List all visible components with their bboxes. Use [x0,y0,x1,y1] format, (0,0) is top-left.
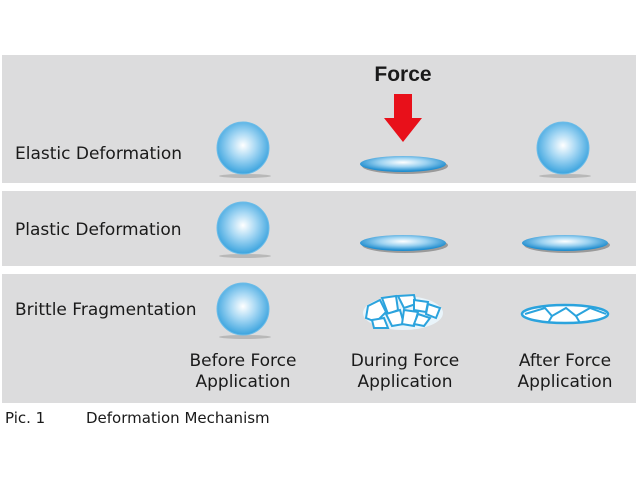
row-label-elastic: Elastic Deformation [15,144,183,164]
column-label-line: Application [195,372,291,392]
force-label: Force [374,63,432,86]
caption-number: Pic. 1 [5,409,46,427]
caption-title: Deformation Mechanism [86,409,270,427]
elastic-during-disk [360,156,448,174]
brittle-during-fragments [363,293,443,330]
plastic-after-disk [522,235,610,253]
column-label-line: Application [357,372,453,392]
column-label-line: Application [517,372,613,392]
row-label-brittle: Brittle Fragmentation [15,300,197,320]
diagram-panel [2,55,636,403]
brittle-after-cracked-disk [520,303,610,325]
column-label-line: After Force [518,351,612,371]
plastic-during-disk [360,235,448,253]
elastic-before-sphere [216,121,271,178]
plastic-before-sphere [216,201,271,258]
elastic-after-sphere [536,121,591,178]
brittle-before-sphere [216,282,271,339]
row-divider [2,183,636,191]
force-arrow-icon [384,94,422,142]
column-label-after: After Force Application [485,351,640,393]
column-label-line: Before Force [189,351,297,371]
row-label-plastic: Plastic Deformation [15,220,182,240]
column-label-before: Before Force Application [163,351,323,393]
column-label-during: During Force Application [325,351,485,393]
row-divider [2,266,636,274]
column-label-line: During Force [350,351,460,371]
